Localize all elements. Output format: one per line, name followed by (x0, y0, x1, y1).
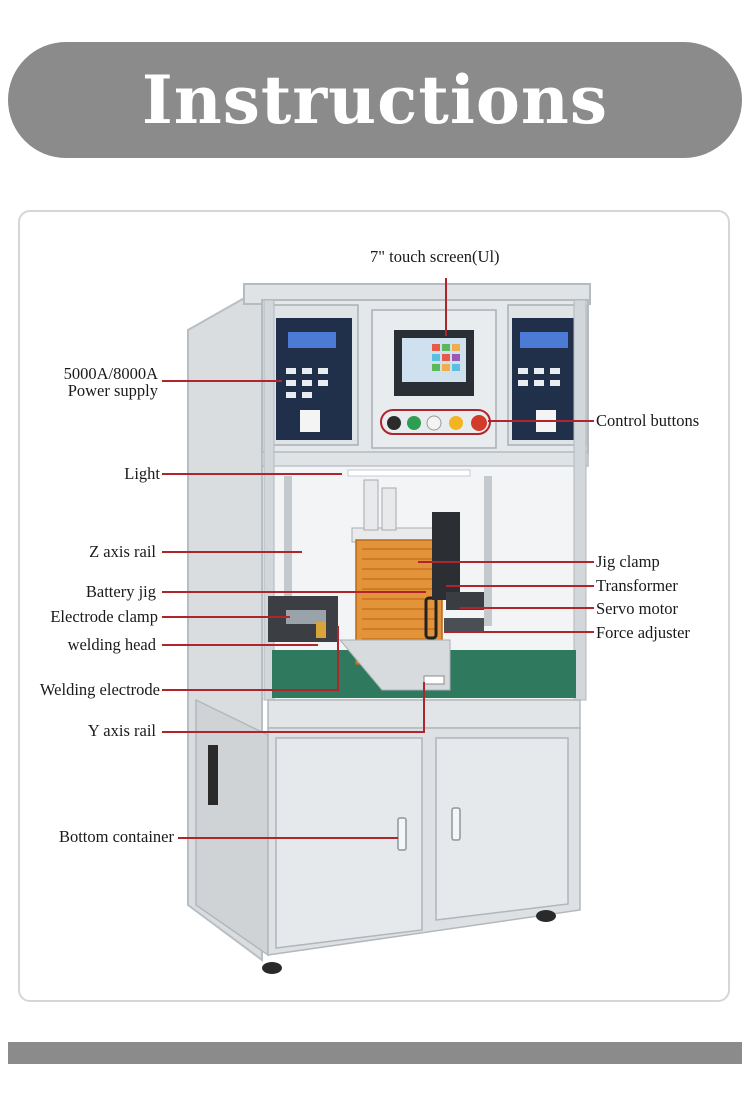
y-axis-rail-base (338, 639, 451, 691)
label-jig-clamp: Jig clamp (596, 552, 660, 571)
control-buttons-row (387, 415, 487, 431)
label-bottom-container: Bottom container (58, 827, 174, 846)
electrode-clamp-block (286, 610, 326, 624)
machine-middle-beam (261, 451, 589, 467)
label-light: Light (124, 464, 160, 483)
leader-welding-electrode (162, 626, 339, 691)
label-y-axis-rail: Y axis rail (87, 721, 156, 740)
power-supply-right-lcd (520, 332, 568, 348)
label-power-supply-line1: 5000A/8000A (63, 364, 158, 383)
battery-jig-grid (362, 548, 436, 650)
label-z-axis-rail: Z axis rail (89, 542, 156, 561)
light-bar (347, 469, 471, 477)
label-control-buttons: Control buttons (596, 411, 700, 430)
label-force-adjuster: Force adjuster (596, 623, 690, 642)
side-cable (208, 745, 218, 805)
jig-clamp-cylinder (363, 479, 379, 531)
right-rail (484, 476, 492, 626)
control-buttons-highlight (380, 409, 491, 435)
label-touch-screen: 7" touch screen(Ul) (370, 247, 500, 266)
cabinet-door-left (275, 737, 423, 949)
label-transformer: Transformer (596, 576, 678, 595)
caster-right (536, 910, 556, 922)
power-supply-left-keys (286, 368, 328, 398)
battery-jig-handle (424, 596, 438, 640)
footer-bar (8, 1042, 742, 1064)
caster-left (262, 962, 282, 974)
power-supply-left-lcd (288, 332, 336, 348)
jig-clamp-cylinder-2 (381, 487, 397, 531)
label-welding-head: welding head (67, 635, 156, 654)
header-banner: Instructions (8, 42, 742, 158)
frame-post-right (573, 299, 587, 701)
welding-electrode-tip (316, 622, 326, 638)
leader-y-axis-rail (162, 682, 425, 733)
power-supply-left-breaker (300, 410, 320, 432)
page-title: Instructions (141, 61, 609, 139)
cabinet-door-right (435, 737, 569, 921)
label-electrode-clamp: Electrode clamp (50, 607, 158, 626)
cabinet-handle-left (397, 817, 407, 851)
label-battery-jig: Battery jig (85, 582, 156, 601)
force-adjuster-block (444, 618, 484, 632)
touch-screen-tiles (432, 344, 460, 371)
label-welding-electrode: Welding electrode (39, 680, 160, 699)
leader-lines (162, 278, 594, 839)
y-axis-rail-slot (423, 675, 445, 685)
power-supply-right-keys (518, 368, 560, 386)
cabinet-handle-right (451, 807, 461, 841)
label-servo-motor: Servo motor (596, 599, 679, 618)
label-power-supply-line2: Power supply (67, 381, 158, 400)
servo-motor-block (446, 592, 484, 610)
